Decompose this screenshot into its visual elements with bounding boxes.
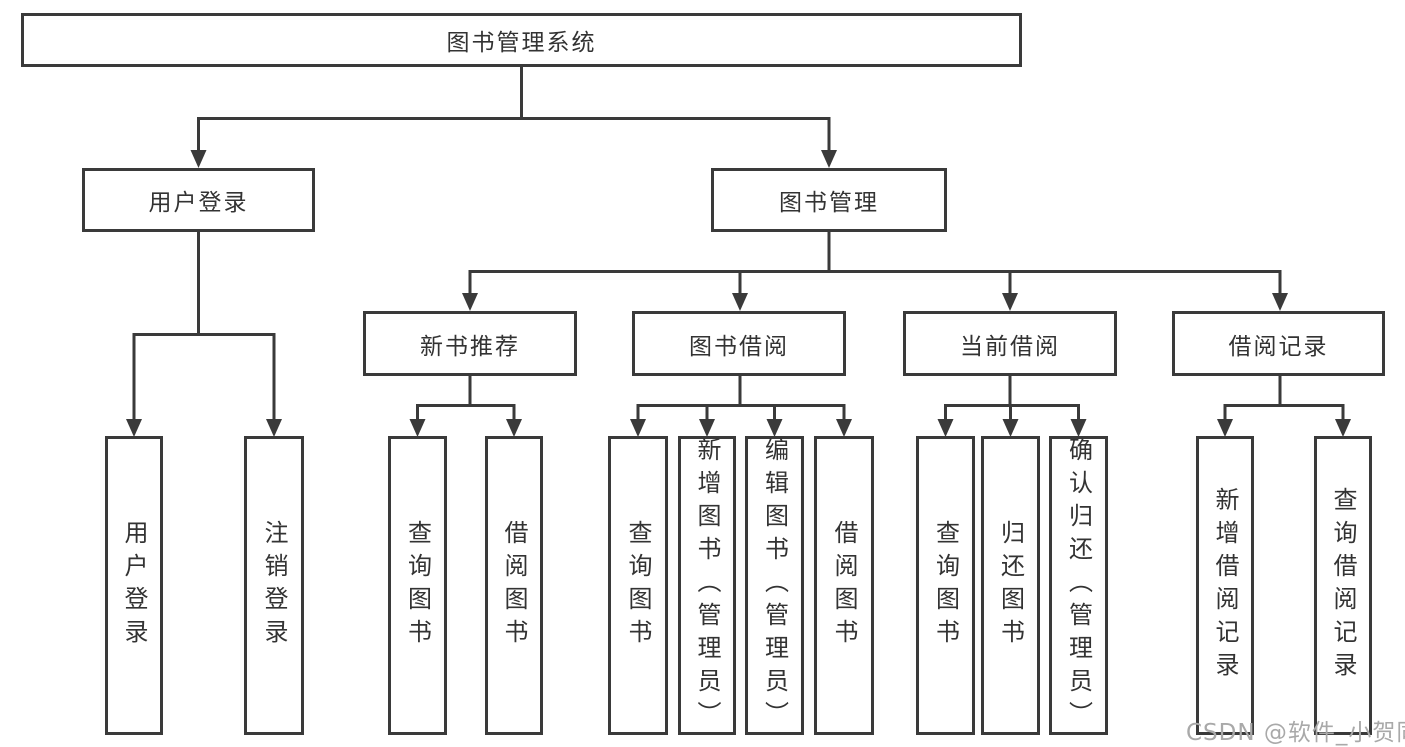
node-borrow-records-label: 借阅记录 [1228,333,1329,360]
leaf-edit-book-admin: 编辑图书（管理员） [745,436,804,735]
node-current-borrow: 当前借阅 [903,311,1117,376]
node-borrow-records: 借阅记录 [1172,311,1385,376]
node-new-book-recommend-label: 新书推荐 [420,333,520,360]
connector-new-book-to-leaves [409,376,522,437]
leaf-add-borrow-record: 新增借阅记录 [1196,436,1254,735]
connector-book-mgmt-to-level2 [462,232,1288,311]
leaf-confirm-return-admin-label: 确认归还（管理员） [1064,437,1093,734]
node-book-management-label: 图书管理 [779,190,879,216]
node-current-borrow-label: 当前借阅 [960,333,1060,360]
node-library-system-label: 图书管理系统 [446,30,597,56]
leaf-borrow-books-recommend: 借阅图书 [485,436,543,735]
node-book-borrow-label: 图书借阅 [689,333,789,360]
leaf-query-books-borrow-label: 查询图书 [624,519,652,652]
node-book-borrow: 图书借阅 [632,311,846,376]
leaf-user-login-label: 用户登录 [120,519,148,652]
leaf-logout-label: 注销登录 [260,519,288,652]
leaf-add-book-admin: 新增图书（管理员） [678,436,736,735]
leaf-borrow-books-label: 借阅图书 [830,519,858,652]
leaf-query-books-recommend: 查询图书 [388,436,447,735]
leaf-query-books-recommend-label: 查询图书 [403,519,432,652]
node-user-login: 用户登录 [82,168,315,232]
leaf-logout: 注销登录 [244,436,304,735]
connector-borrow-records-to-leaves [1217,376,1351,437]
connector-root-to-level1 [190,67,837,168]
leaf-query-books-current-label: 查询图书 [931,519,960,652]
leaf-borrow-books-recommend-label: 借阅图书 [500,519,528,652]
leaf-return-book-label: 归还图书 [996,519,1025,652]
leaf-query-borrow-record: 查询借阅记录 [1314,436,1372,735]
leaf-query-borrow-record-label: 查询借阅记录 [1329,486,1357,685]
watermark-text: CSDN @软件_小贺同学 [1186,720,1405,746]
leaf-return-book: 归还图书 [981,436,1040,735]
node-book-management: 图书管理 [711,168,947,232]
connector-user-login-to-leaves [126,232,282,437]
leaf-query-books-current: 查询图书 [916,436,975,735]
leaf-add-book-admin-label: 新增图书（管理员） [693,437,721,734]
leaf-query-books-borrow: 查询图书 [608,436,668,735]
leaf-edit-book-admin-label: 编辑图书（管理员） [760,437,789,734]
leaf-user-login: 用户登录 [105,436,163,735]
leaf-add-borrow-record-label: 新增借阅记录 [1211,486,1239,685]
leaf-confirm-return-admin: 确认归还（管理员） [1049,436,1108,735]
connector-book-borrow-to-leaves [630,376,852,437]
node-user-login-label: 用户登录 [148,190,249,216]
leaf-borrow-books: 借阅图书 [814,436,874,735]
connector-current-borrow-to-leaves [937,376,1087,437]
node-new-book-recommend: 新书推荐 [363,311,577,376]
node-library-system: 图书管理系统 [21,13,1022,67]
